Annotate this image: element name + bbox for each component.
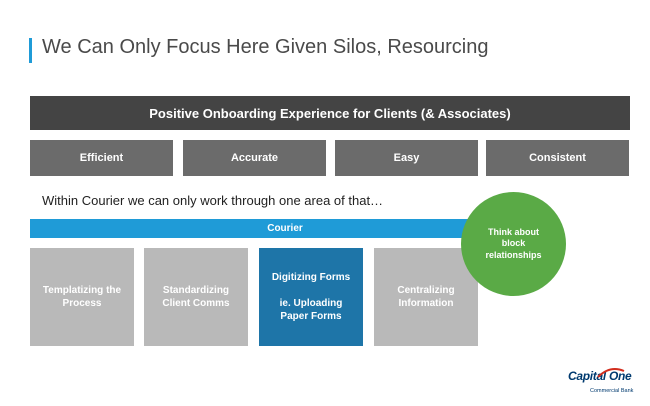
pillar-consistent: Consistent [486, 140, 629, 176]
box-templatizing: Templatizing the Process [30, 248, 134, 346]
pillar-easy: Easy [335, 140, 478, 176]
slide-title: We Can Only Focus Here Given Silos, Reso… [42, 36, 489, 58]
box-centralizing: Centralizing Information [374, 248, 478, 346]
pillar-row: Efficient Accurate Easy Consistent [30, 140, 630, 176]
courier-bar: Courier [30, 219, 540, 238]
box-digitizing-forms: Digitizing Forms ie. Uploading Paper For… [259, 248, 363, 346]
goal-banner: Positive Onboarding Experience for Clien… [30, 96, 630, 130]
callout-circle: Think about block relationships [461, 192, 566, 296]
title-accent-bar [29, 38, 32, 63]
swoosh-icon [597, 368, 625, 378]
courier-subtitle: Within Courier we can only work through … [42, 193, 384, 208]
pillar-accurate: Accurate [183, 140, 326, 176]
capital-one-logo: Capital One Commercial Bank [568, 368, 634, 399]
box-standardizing: Standardizing Client Comms [144, 248, 248, 346]
pillar-efficient: Efficient [30, 140, 173, 176]
logo-subtitle: Commercial Bank [590, 388, 634, 394]
